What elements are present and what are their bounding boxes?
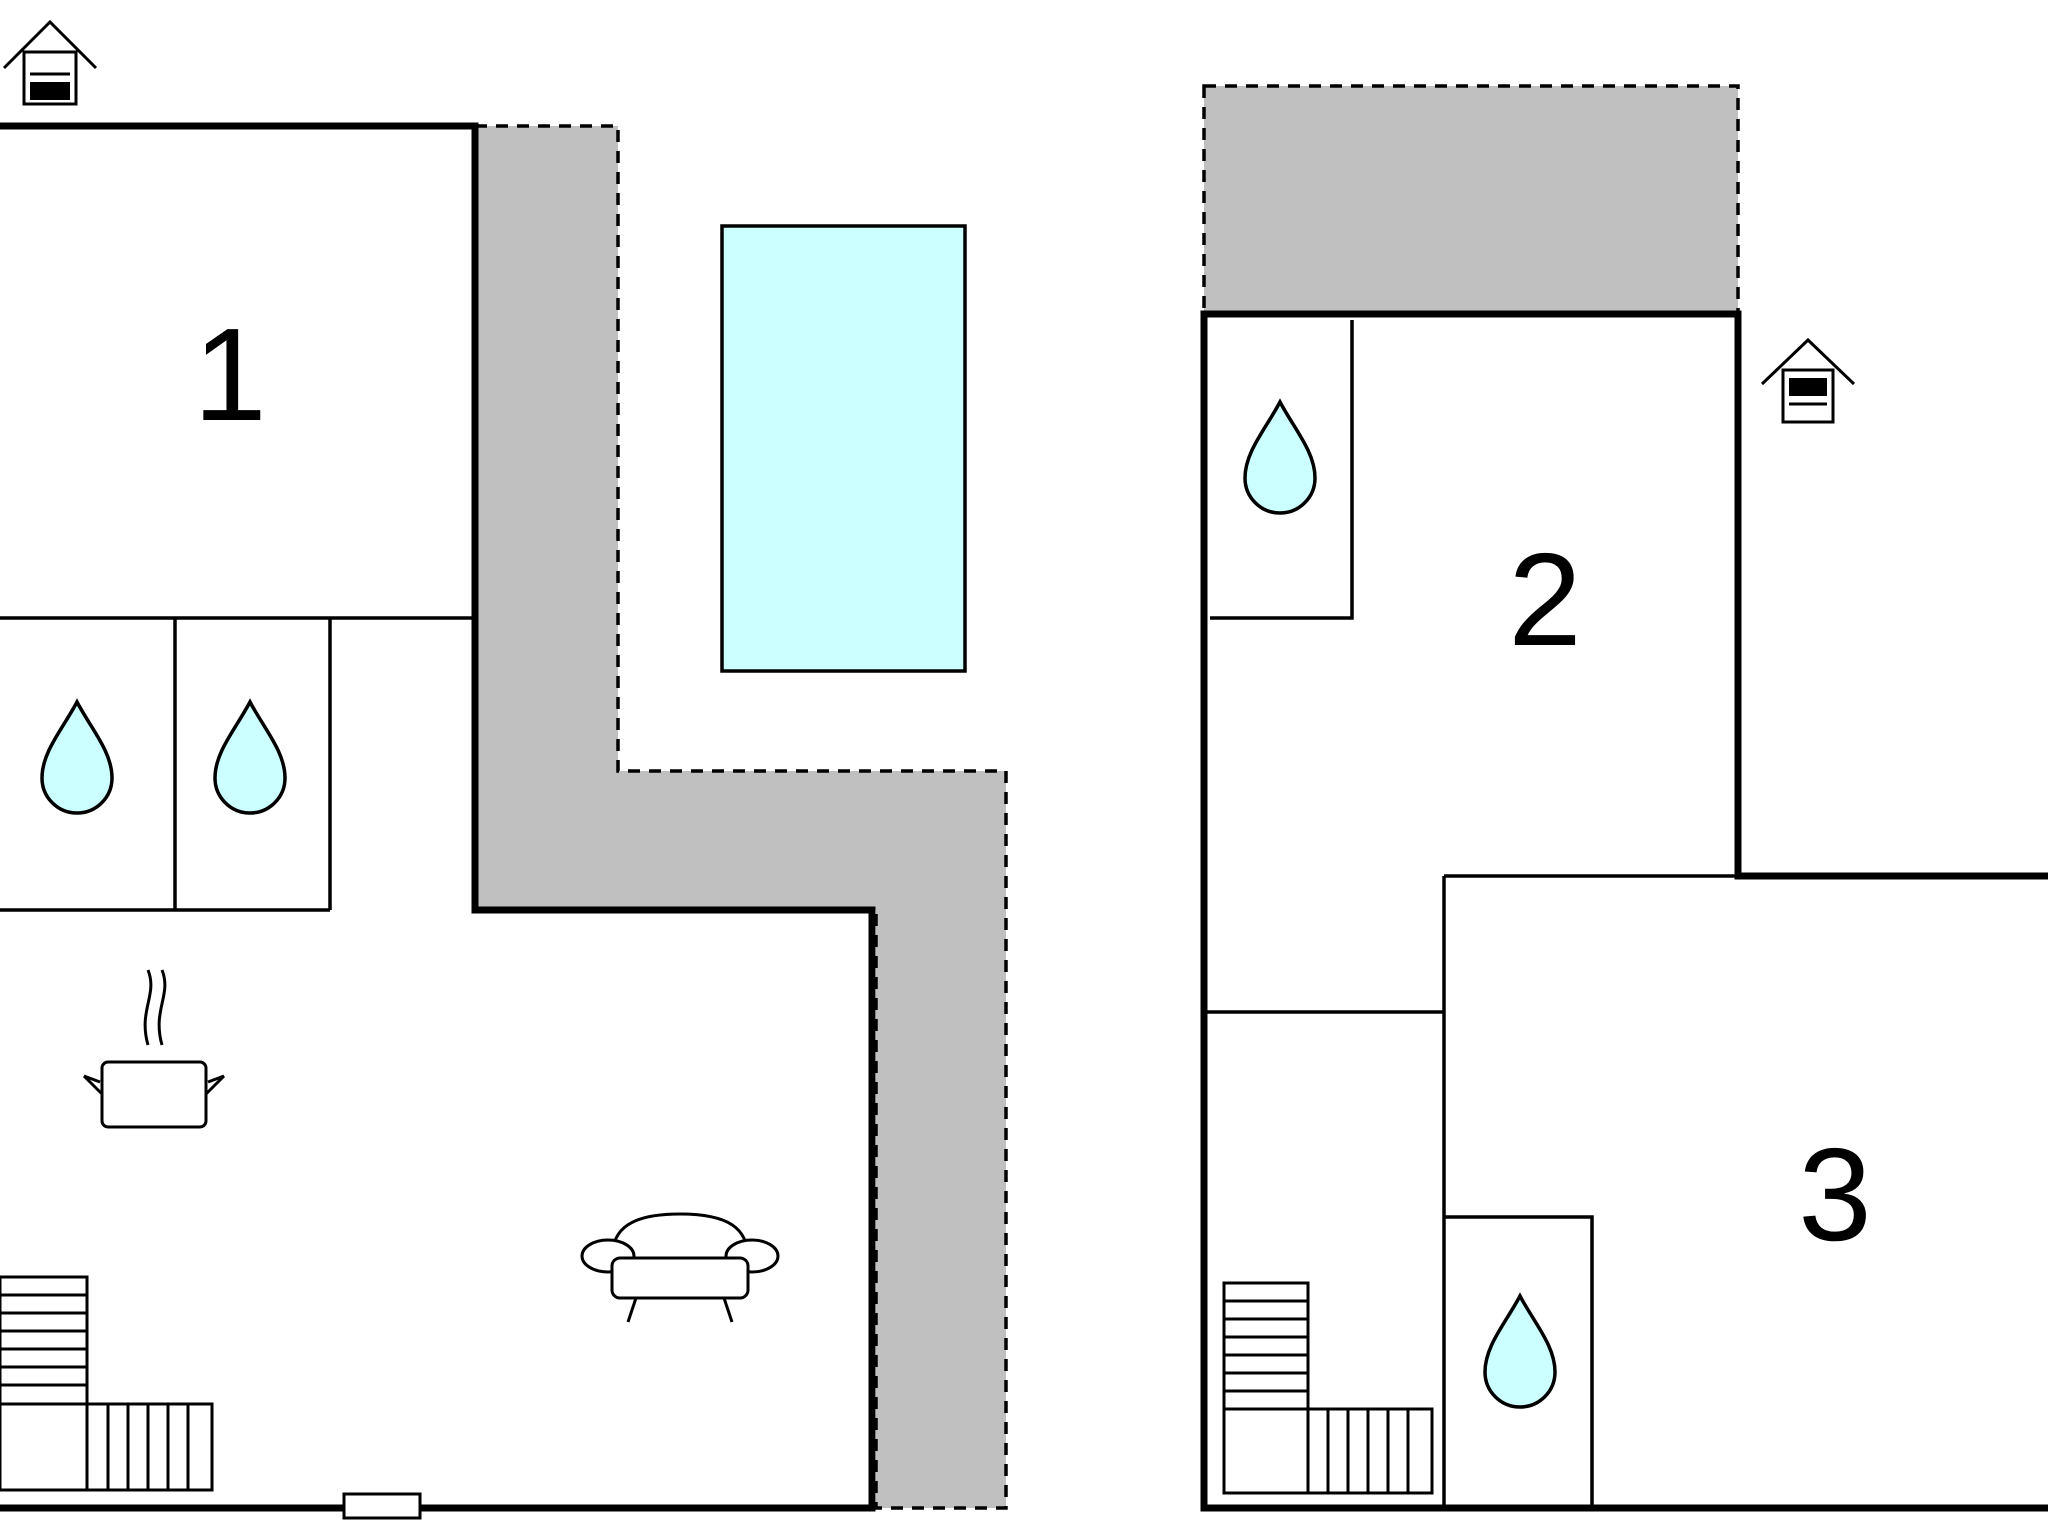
upper-floor: 2 3: [1200, 84, 2048, 1512]
swimming-pool: [720, 224, 967, 673]
terrace-upper-floor: [1202, 84, 1740, 316]
staircase-icon: [1222, 1281, 1434, 1495]
room-number-3: 3: [1798, 1121, 1871, 1268]
water-drop-icon: [40, 698, 114, 815]
partition-bath-room2: [1210, 320, 1354, 620]
entrance-door: [342, 1492, 422, 1520]
water-drop-icon: [213, 698, 287, 815]
room-number-2: 2: [1508, 526, 1581, 673]
entrance-house-icon: [1760, 337, 1856, 424]
water-drop-icon: [1483, 1292, 1557, 1409]
outer-wall-left-building: [0, 122, 876, 1512]
room-number-1: 1: [193, 301, 266, 448]
water-drop-icon: [1243, 398, 1317, 515]
outer-wall-right-building: [1200, 310, 2048, 1512]
entrance-house-icon: [2, 19, 98, 106]
staircase-icon: [0, 1275, 214, 1492]
partition-bath-room3: [1444, 1215, 1594, 1508]
ground-floor: 1: [0, 19, 1008, 1520]
armchair-icon: [580, 1212, 780, 1323]
cooking-pot-icon: [82, 969, 226, 1129]
